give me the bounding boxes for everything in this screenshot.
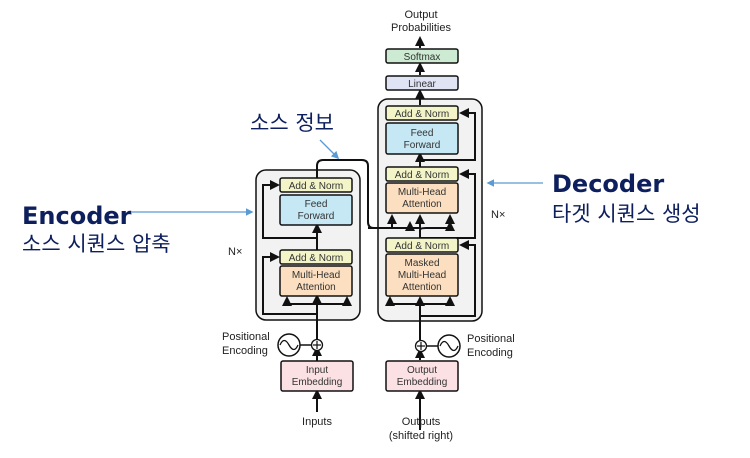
encoder-positional-label-2: Encoding <box>222 345 268 357</box>
input-embedding: Input Embedding <box>280 360 354 392</box>
svg-text:Forward: Forward <box>404 140 441 151</box>
output-embedding: Output Embedding <box>385 360 459 392</box>
svg-text:Attention: Attention <box>402 199 441 210</box>
decoder-feed-forward: Feed Forward <box>385 122 459 155</box>
linear-block: Linear <box>385 75 459 91</box>
softmax-block: Softmax <box>385 48 459 64</box>
source-info-pointer-arrow <box>319 139 340 160</box>
encoder-add-icon <box>310 338 324 352</box>
svg-text:Feed: Feed <box>411 128 434 139</box>
svg-text:Feed: Feed <box>305 199 328 210</box>
svg-text:Add & Norm: Add & Norm <box>289 253 343 264</box>
svg-text:Masked: Masked <box>404 258 439 269</box>
decoder-add-norm-bottom: Add & Norm <box>385 237 459 253</box>
source-info-label: 소스 정보 <box>250 111 334 135</box>
svg-text:Softmax: Softmax <box>404 52 441 63</box>
encoder-add-norm-bottom: Add & Norm <box>279 249 353 265</box>
output-probabilities-label-1: Output <box>404 9 437 21</box>
outputs-label: Outputs <box>402 416 441 428</box>
decoder-multi-head-attention: Multi-Head Attention <box>385 182 459 214</box>
output-probabilities-label-2: Probabilities <box>391 22 451 34</box>
svg-text:Add & Norm: Add & Norm <box>395 241 449 252</box>
encoder-subtitle: 소스 시퀀스 압축 <box>22 232 171 256</box>
svg-text:Embedding: Embedding <box>397 377 448 388</box>
inputs-label: Inputs <box>302 416 332 428</box>
decoder-positional-label-1: Positional <box>467 333 515 345</box>
decoder-masked-multi-head-attention: Masked Multi-Head Attention <box>385 253 459 297</box>
encoder-feed-forward: Feed Forward <box>279 194 353 226</box>
decoder-repeat-label: N× <box>491 209 505 221</box>
decoder-subtitle: 타겟 시퀀스 생성 <box>552 202 701 226</box>
svg-text:Embedding: Embedding <box>292 377 343 388</box>
decoder-title: Decoder <box>552 170 664 198</box>
svg-text:Add & Norm: Add & Norm <box>395 109 449 120</box>
svg-text:Attention: Attention <box>402 282 441 293</box>
decoder-add-icon <box>414 339 428 353</box>
svg-text:Input: Input <box>306 365 328 376</box>
svg-text:Add & Norm: Add & Norm <box>395 170 449 181</box>
decoder-positional-label-2: Encoding <box>467 347 513 359</box>
svg-text:Multi-Head: Multi-Head <box>398 270 446 281</box>
svg-text:Add & Norm: Add & Norm <box>289 181 343 192</box>
svg-text:Forward: Forward <box>298 211 335 222</box>
svg-text:Multi-Head: Multi-Head <box>292 270 340 281</box>
outputs-shifted-label: (shifted right) <box>389 430 453 442</box>
svg-text:Multi-Head: Multi-Head <box>398 187 446 198</box>
encoder-repeat-label: N× <box>228 246 242 258</box>
encoder-positional-label-1: Positional <box>222 331 270 343</box>
encoder-multi-head-attention: Multi-Head Attention <box>279 265 353 297</box>
decoder-positional-encoding-icon <box>427 334 461 358</box>
encoder-title: Encoder <box>22 202 132 230</box>
encoder-add-norm-top: Add & Norm <box>279 177 353 193</box>
decoder-add-norm-top: Add & Norm <box>385 105 459 121</box>
svg-text:Linear: Linear <box>408 79 436 90</box>
svg-text:Output: Output <box>407 365 437 376</box>
encoder-positional-encoding-icon <box>277 333 311 357</box>
svg-text:Attention: Attention <box>296 282 335 293</box>
decoder-add-norm-mid: Add & Norm <box>385 166 459 182</box>
